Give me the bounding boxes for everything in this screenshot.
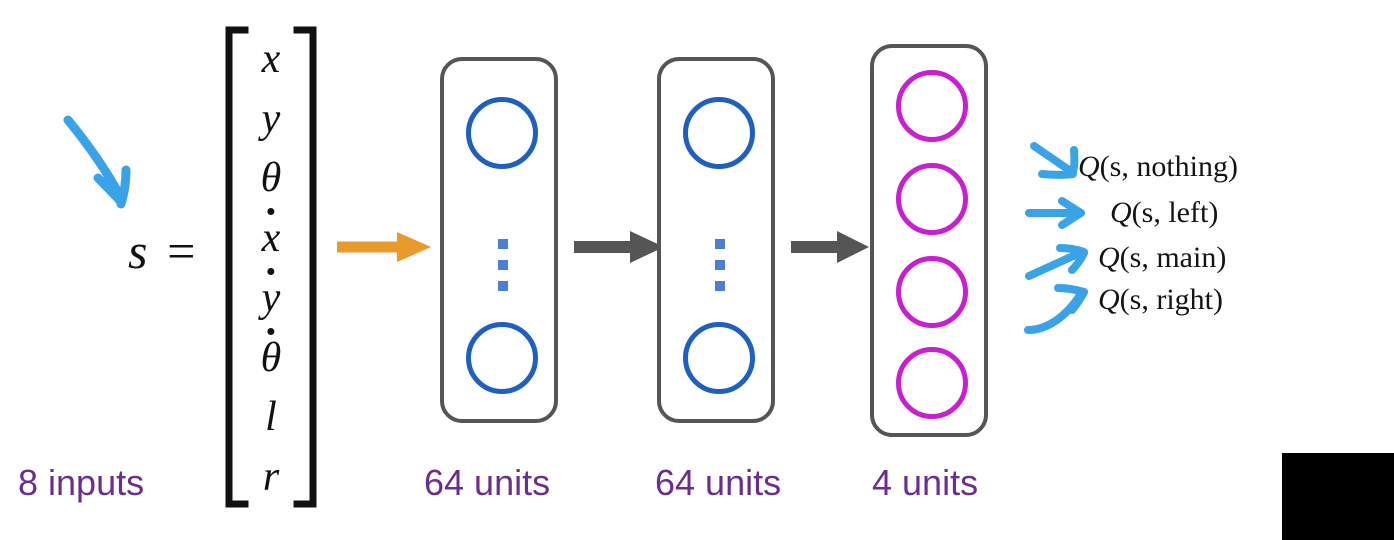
output-layer-unit-2 — [896, 256, 968, 328]
hidden-layer-1-caption: 64 units — [424, 462, 551, 503]
annotation-arrow-to-state — [63, 115, 131, 209]
layer-arrow-1 — [574, 231, 664, 263]
input-arrow-orange — [337, 232, 431, 262]
layer-arrow-2 — [791, 231, 869, 263]
black-patch — [1282, 453, 1394, 540]
state-element-4: y — [225, 277, 317, 319]
state-symbol: θ — [260, 334, 282, 381]
q-symbol: Q — [1110, 196, 1132, 229]
state-equation-label: s = — [128, 223, 200, 279]
hidden-layer-1-unit-top — [466, 97, 538, 169]
state-symbol: r — [262, 453, 280, 500]
output-arrow-main — [1025, 244, 1088, 280]
output-label-left: Q(s, left) — [1110, 196, 1218, 230]
state-element-3: x — [225, 217, 317, 259]
q-args: (s, left) — [1131, 196, 1219, 229]
vector-brackets — [225, 26, 317, 508]
hidden-layer-2-unit-bottom — [683, 322, 755, 394]
state-element-7: r — [225, 456, 317, 498]
output-label-main: Q(s, main) — [1098, 241, 1226, 275]
inputs-caption: 8 inputs — [18, 462, 145, 503]
state-element-1: y — [225, 98, 317, 140]
hidden-layer-2-unit-top — [683, 97, 755, 169]
state-element-6: l — [225, 396, 317, 438]
state-symbol: x — [261, 215, 281, 262]
output-layer-box — [870, 44, 988, 437]
state-element-5: θ — [225, 337, 317, 379]
q-symbol: Q — [1098, 241, 1120, 274]
output-arrow-right — [1024, 284, 1088, 334]
q-args: (s, main) — [1119, 241, 1227, 274]
hidden-layer-1-unit-bottom — [466, 322, 538, 394]
q-args: (s, right) — [1119, 283, 1223, 316]
state-symbol: l — [265, 394, 277, 441]
state-element-2: θ — [225, 157, 317, 199]
output-label-nothing: Q(s, nothing) — [1078, 150, 1238, 184]
output-arrow-nothing — [1030, 142, 1079, 179]
hidden-layer-2-ellipsis — [715, 239, 725, 291]
state-vector-items: x y θ x y θ l r — [225, 32, 317, 502]
state-symbol: y — [261, 274, 281, 321]
hidden-layer-2-caption: 64 units — [655, 462, 782, 503]
hidden-layer-1-ellipsis — [498, 239, 508, 291]
hidden-layer-2-box — [657, 57, 775, 423]
state-symbol: y — [261, 95, 281, 142]
output-arrow-left — [1025, 197, 1085, 229]
output-layer-unit-0 — [896, 70, 968, 142]
state-element-0: x — [225, 38, 317, 80]
state-vector: x y θ x y θ l r — [225, 18, 317, 510]
q-symbol: Q — [1078, 150, 1100, 183]
q-args: (s, nothing) — [1099, 150, 1238, 183]
hidden-layer-1-box — [440, 57, 558, 423]
state-symbol: θ — [260, 155, 282, 202]
q-symbol: Q — [1098, 283, 1120, 316]
output-layer-unit-1 — [896, 163, 968, 235]
output-label-right: Q(s, right) — [1098, 283, 1223, 317]
state-symbol: x — [261, 36, 281, 82]
output-layer-caption: 4 units — [872, 462, 979, 503]
output-layer-unit-3 — [896, 347, 968, 419]
